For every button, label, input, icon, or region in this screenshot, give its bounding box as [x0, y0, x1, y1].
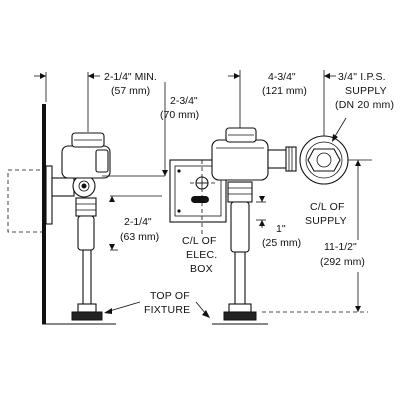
dim-left-offset-mm: (70 mm): [160, 109, 199, 121]
front-view: [169, 70, 372, 325]
dim-left-height-mm: (63 mm): [120, 231, 159, 243]
dim-right-small-in: 1": [276, 223, 286, 235]
cl-box-label-3: BOX: [190, 263, 213, 275]
stop-hex: [307, 148, 341, 172]
fixture-label-1: TOP OF: [150, 290, 190, 302]
flush-tube-left: [77, 215, 95, 251]
cl-box-label-2: ELEC.: [186, 249, 217, 261]
dim-right-height-mm: (292 mm): [320, 256, 365, 268]
fixture-label-2: FIXTURE: [144, 304, 190, 316]
cl-supply-label-1: C/L OF: [310, 201, 345, 213]
valve-body-front: [211, 139, 269, 181]
dim-right-width-in: 4-3/4": [268, 71, 296, 83]
dim-left-height-in: 2-1/4": [124, 216, 152, 228]
cl-supply-label-2: SUPPLY: [305, 215, 347, 227]
wall-box-outline: [7, 169, 45, 233]
dim-right-width-mm: (121 mm): [262, 85, 307, 97]
supply-label-1: 3/4" I.P.S.: [338, 71, 386, 83]
dim-left-min-mm: (57 mm): [111, 85, 150, 97]
supply-stop: [51, 177, 75, 197]
side-view: [7, 72, 210, 325]
spud-coupling-left: [77, 303, 97, 313]
vacuum-breaker-front: [227, 181, 253, 203]
fixture-spud-left: [71, 311, 103, 321]
spud-coupling-right: [228, 303, 252, 313]
supply-label-3: (DN 20 mm): [335, 99, 394, 111]
cl-box-label-1: C/L OF: [182, 235, 217, 247]
wall-flange: [45, 165, 53, 225]
dim-right-height-in: 11-1/2": [324, 241, 357, 253]
stop-cap: [81, 183, 87, 189]
dim-right-small-mm: (25 mm): [262, 237, 301, 249]
fixture-spud-right: [223, 311, 257, 321]
annotations: 2-1/4" MIN. (57 mm) 2-3/4" (70 mm) 2-1/4…: [104, 71, 394, 316]
dim-left-offset-in: 2-3/4": [170, 95, 198, 107]
supply-label-2: SUPPLY: [345, 85, 387, 97]
flush-tube-front: [230, 201, 250, 253]
supply-tailpiece: [267, 149, 289, 169]
vacuum-breaker: [75, 197, 97, 217]
dim-left-min-in: 2-1/4" MIN.: [104, 71, 157, 83]
sensor-window: [191, 196, 209, 203]
